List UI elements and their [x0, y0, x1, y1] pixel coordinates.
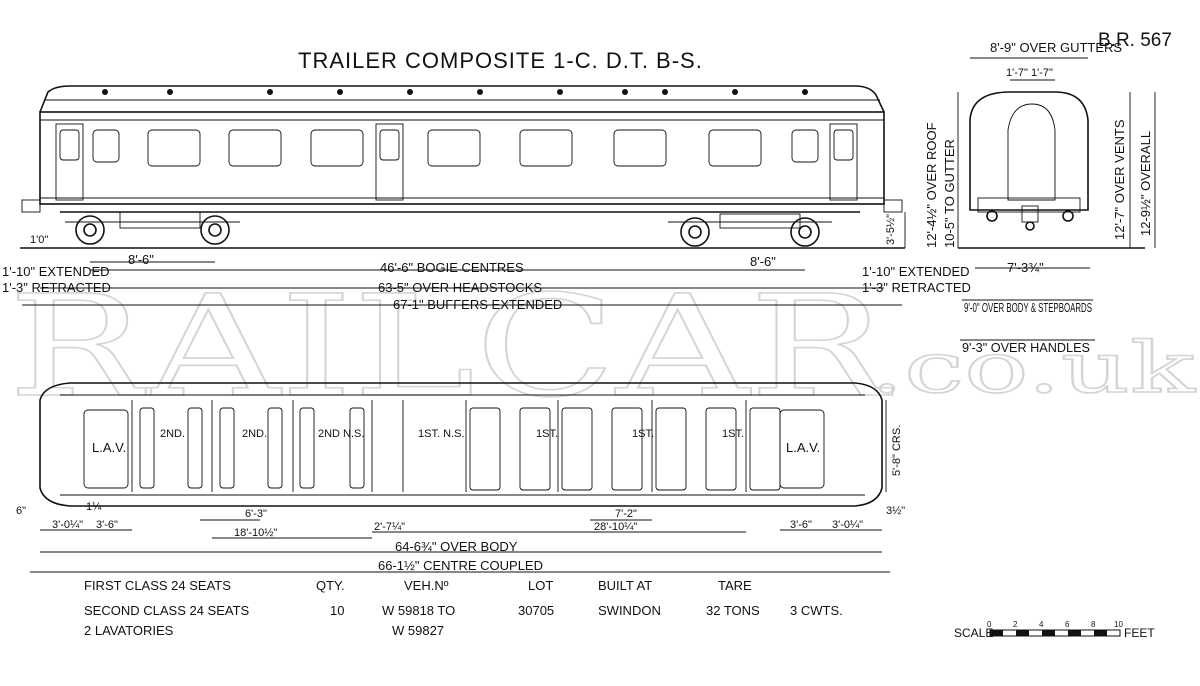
centre-coupled-dim: 66-1½" CENTRE COUPLED — [378, 558, 543, 573]
compartment-label-3: 2ND. — [242, 428, 267, 440]
plan-dim-m: 6" — [16, 505, 26, 517]
drawing-ref: B.R. 567 — [1098, 30, 1172, 51]
over-handles-dim: 9'-3" OVER HANDLES — [962, 340, 1090, 355]
plan-dim-b: 3'-6" — [96, 519, 118, 531]
plan-dim-d: 6'-3" — [245, 508, 267, 520]
right-extended-dim: 1'-10" EXTENDED — [862, 264, 970, 279]
drawing-title: TRAILER COMPOSITE 1-C. D.T. B-S. — [298, 48, 703, 73]
plan-dim-f: 2'-7¼" — [374, 521, 405, 533]
spec-qty: 10 — [330, 603, 344, 618]
over-vents-dim: 12'-7" OVER VENTS — [1112, 119, 1127, 240]
to-gutter-dim: 10-5" TO GUTTER — [942, 139, 957, 248]
spec-lavatories: 2 LAVATORIES — [84, 623, 174, 638]
spec-veh-to: W 59827 — [392, 623, 444, 638]
over-gutters-dim: 8'-9" OVER GUTTERS — [990, 40, 1122, 55]
spec-lot: 30705 — [518, 603, 554, 618]
compartment-label-4: 2ND N.S. — [318, 428, 364, 440]
gutter-split-dim: 1'-7" 1'-7" — [1006, 67, 1053, 79]
plan-dim-e: 18'-10½" — [234, 527, 277, 539]
scale-label: SCALE — [954, 626, 993, 640]
compartment-label-8: 1ST. — [722, 428, 744, 440]
plan-dim-g: 7'-2" — [615, 508, 637, 520]
plan-over-body-dim: 64-6¾" OVER BODY — [395, 539, 518, 554]
plan-dim-k: 5'-8" CRS. — [891, 425, 903, 476]
right-retracted-dim: 1'-3" RETRACTED — [862, 280, 971, 295]
spec-built: SWINDON — [598, 603, 661, 618]
spec-second-class: SECOND CLASS 24 SEATS — [84, 603, 250, 618]
scale-tick-4: 4 — [1039, 620, 1044, 629]
over-roof-dim: 12'-4½" OVER ROOF — [924, 122, 939, 248]
end-elevation — [957, 57, 1156, 341]
plan-dim-l: 3½" — [886, 505, 905, 517]
scale-unit: FEET — [1124, 626, 1155, 640]
bogie-right-dim: 8'-6" — [750, 254, 776, 269]
plan-dim-h: 28'-10¼" — [594, 521, 637, 533]
bogie-centres-dim: 46'-6" BOGIE CENTRES — [380, 260, 524, 275]
compartment-label-2: 2ND. — [160, 428, 185, 440]
plan-dim-j: 3'-0¼" — [832, 519, 863, 531]
headstocks-dim: 63-5" OVER HEADSTOCKS — [378, 280, 542, 295]
compartment-label-1: L.A.V. — [92, 440, 126, 455]
spec-tare-cwts: 3 CWTS. — [790, 603, 843, 618]
scale-tick-2: 2 — [1013, 620, 1018, 629]
spec-qty-header: QTY. — [316, 578, 345, 593]
compartment-label-7: 1ST. — [632, 428, 654, 440]
step-height-dim: 3'-5½" — [885, 214, 897, 245]
scale-tick-8: 8 — [1091, 620, 1096, 629]
plan-dim-c: 1¼ — [86, 501, 102, 513]
left-retracted-dim: 1'-3" RETRACTED — [2, 280, 111, 295]
compartment-label-9: L.A.V. — [786, 440, 820, 455]
spec-first-class: FIRST CLASS 24 SEATS — [84, 578, 231, 593]
compartment-label-5: 1ST. N.S. — [418, 428, 464, 440]
buffers-dim: 67-1" BUFFERS EXTENDED — [393, 297, 562, 312]
watermark: RAILCAR .co.uk — [7, 265, 1196, 430]
scale-tick-0: 0 — [987, 620, 992, 629]
compartment-label-6: 1ST. — [536, 428, 558, 440]
spec-tare-header: TARE — [718, 578, 752, 593]
height-label: 1'0" — [30, 234, 48, 246]
plan-view — [30, 382, 890, 573]
overall-dim: 12-9½" OVERALL — [1138, 131, 1153, 236]
spec-tare-tons: 32 TONS — [706, 603, 760, 618]
side-elevation — [20, 85, 906, 306]
spec-built-header: BUILT AT — [598, 578, 652, 593]
plan-dim-i: 3'-6" — [790, 519, 812, 531]
bogie-left-dim: 8'-6" — [128, 252, 154, 267]
spec-veh-from: W 59818 TO — [382, 603, 455, 618]
track-dim: 7'-3¾" — [1007, 260, 1044, 275]
plan-dim-a: 3'-0¼" — [52, 519, 83, 531]
scale-bar — [989, 629, 1121, 637]
scale-tick-6: 6 — [1065, 620, 1070, 629]
spec-lot-header: LOT — [528, 578, 553, 593]
over-body-end-dim: 9'-0" OVER BODY & STEPBOARDS — [964, 300, 1092, 315]
spec-veh-header: VEH.Nº — [404, 578, 449, 593]
spec-table: FIRST CLASS 24 SEATS QTY. VEH.Nº LOT BUI… — [84, 578, 843, 638]
left-extended-dim: 1'-10" EXTENDED — [2, 264, 110, 279]
scale-tick-10: 10 — [1114, 620, 1123, 629]
